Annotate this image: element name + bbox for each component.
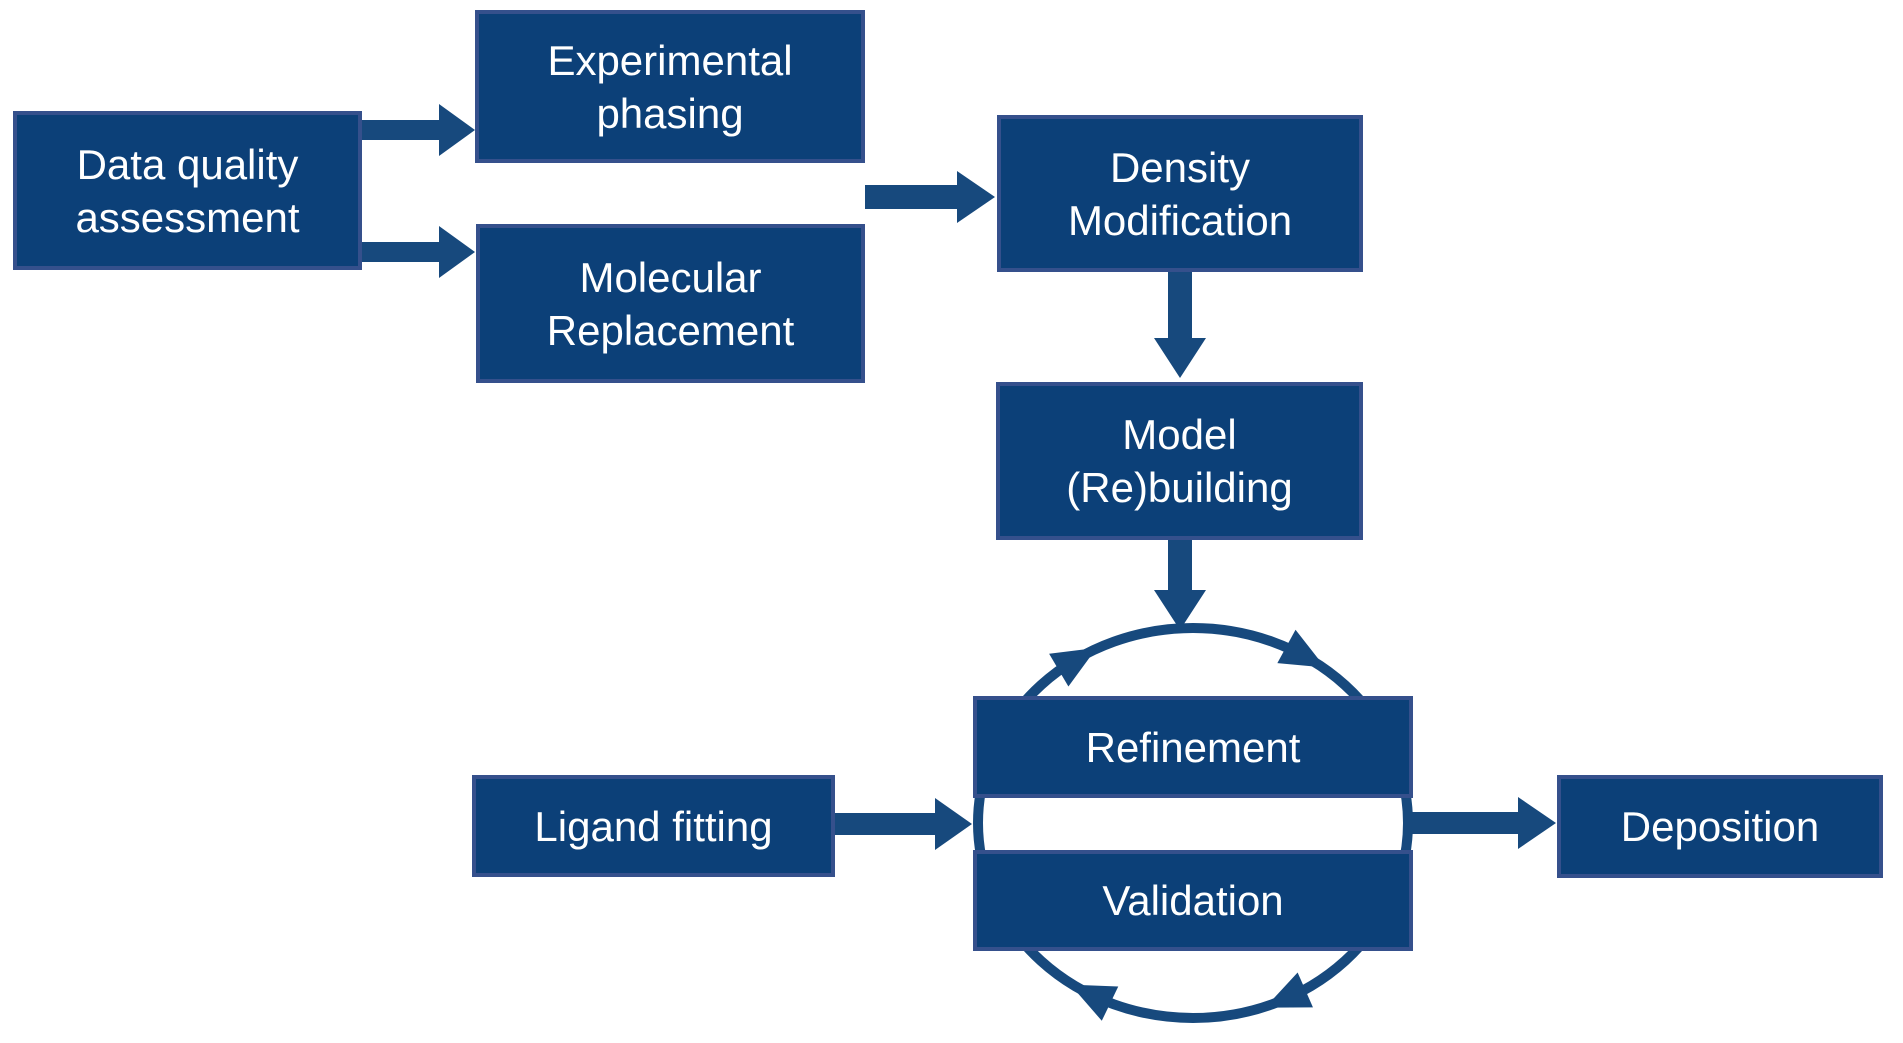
node-data-quality-assessment: Data quality assessment xyxy=(13,111,362,270)
node-label-line: Model xyxy=(1122,411,1237,458)
node-label: Refinement xyxy=(1085,723,1301,771)
node-label-line: Density xyxy=(1109,143,1251,191)
node-deposition: Deposition xyxy=(1557,775,1883,878)
arrow-dqa-to-molecular-replacement xyxy=(362,226,475,278)
arrow-density-modification-to-model xyxy=(1154,272,1206,378)
node-label: Ligand fitting xyxy=(534,802,773,850)
cycle-ring xyxy=(973,623,1413,1023)
node-label-line: phasing xyxy=(596,89,744,137)
arrow-ligand-fitting-to-cycle xyxy=(835,798,972,850)
node-density-modification: Density Modification xyxy=(997,115,1363,272)
cycle-arrowhead-bottom-left xyxy=(1070,984,1119,1021)
node-refinement: Refinement xyxy=(973,696,1413,798)
arrow-model-to-cycle xyxy=(1154,540,1206,630)
node-ligand-fitting: Ligand fitting xyxy=(472,775,835,877)
node-label-line: Data quality xyxy=(76,140,299,188)
node-label-line: Molecular xyxy=(579,253,762,301)
cycle-arrowhead-top-right xyxy=(1277,629,1326,668)
cycle-arrowhead-top-left xyxy=(1049,647,1097,687)
node-model-rebuilding: Model (Re)building xyxy=(996,382,1363,540)
arrow-cycle-to-deposition xyxy=(1410,797,1556,849)
node-label-line: Experimental xyxy=(547,36,793,84)
arrow-dqa-to-experimental-phasing xyxy=(362,104,475,156)
node-label-line: assessment xyxy=(75,193,300,241)
node-label: Validation xyxy=(1102,877,1284,924)
arrow-phasing-to-density-modification xyxy=(865,171,995,223)
node-label-line: Modification xyxy=(1067,196,1293,244)
node-label-line: (Re)building xyxy=(1066,464,1293,511)
node-label-line: Replacement xyxy=(546,306,795,354)
cycle-arrowhead-bottom-right xyxy=(1265,972,1313,1008)
node-experimental-phasing: Experimental phasing xyxy=(475,10,865,163)
node-label: Deposition xyxy=(1620,803,1820,850)
node-molecular-replacement: Molecular Replacement xyxy=(476,224,865,383)
node-validation: Validation xyxy=(973,850,1413,951)
